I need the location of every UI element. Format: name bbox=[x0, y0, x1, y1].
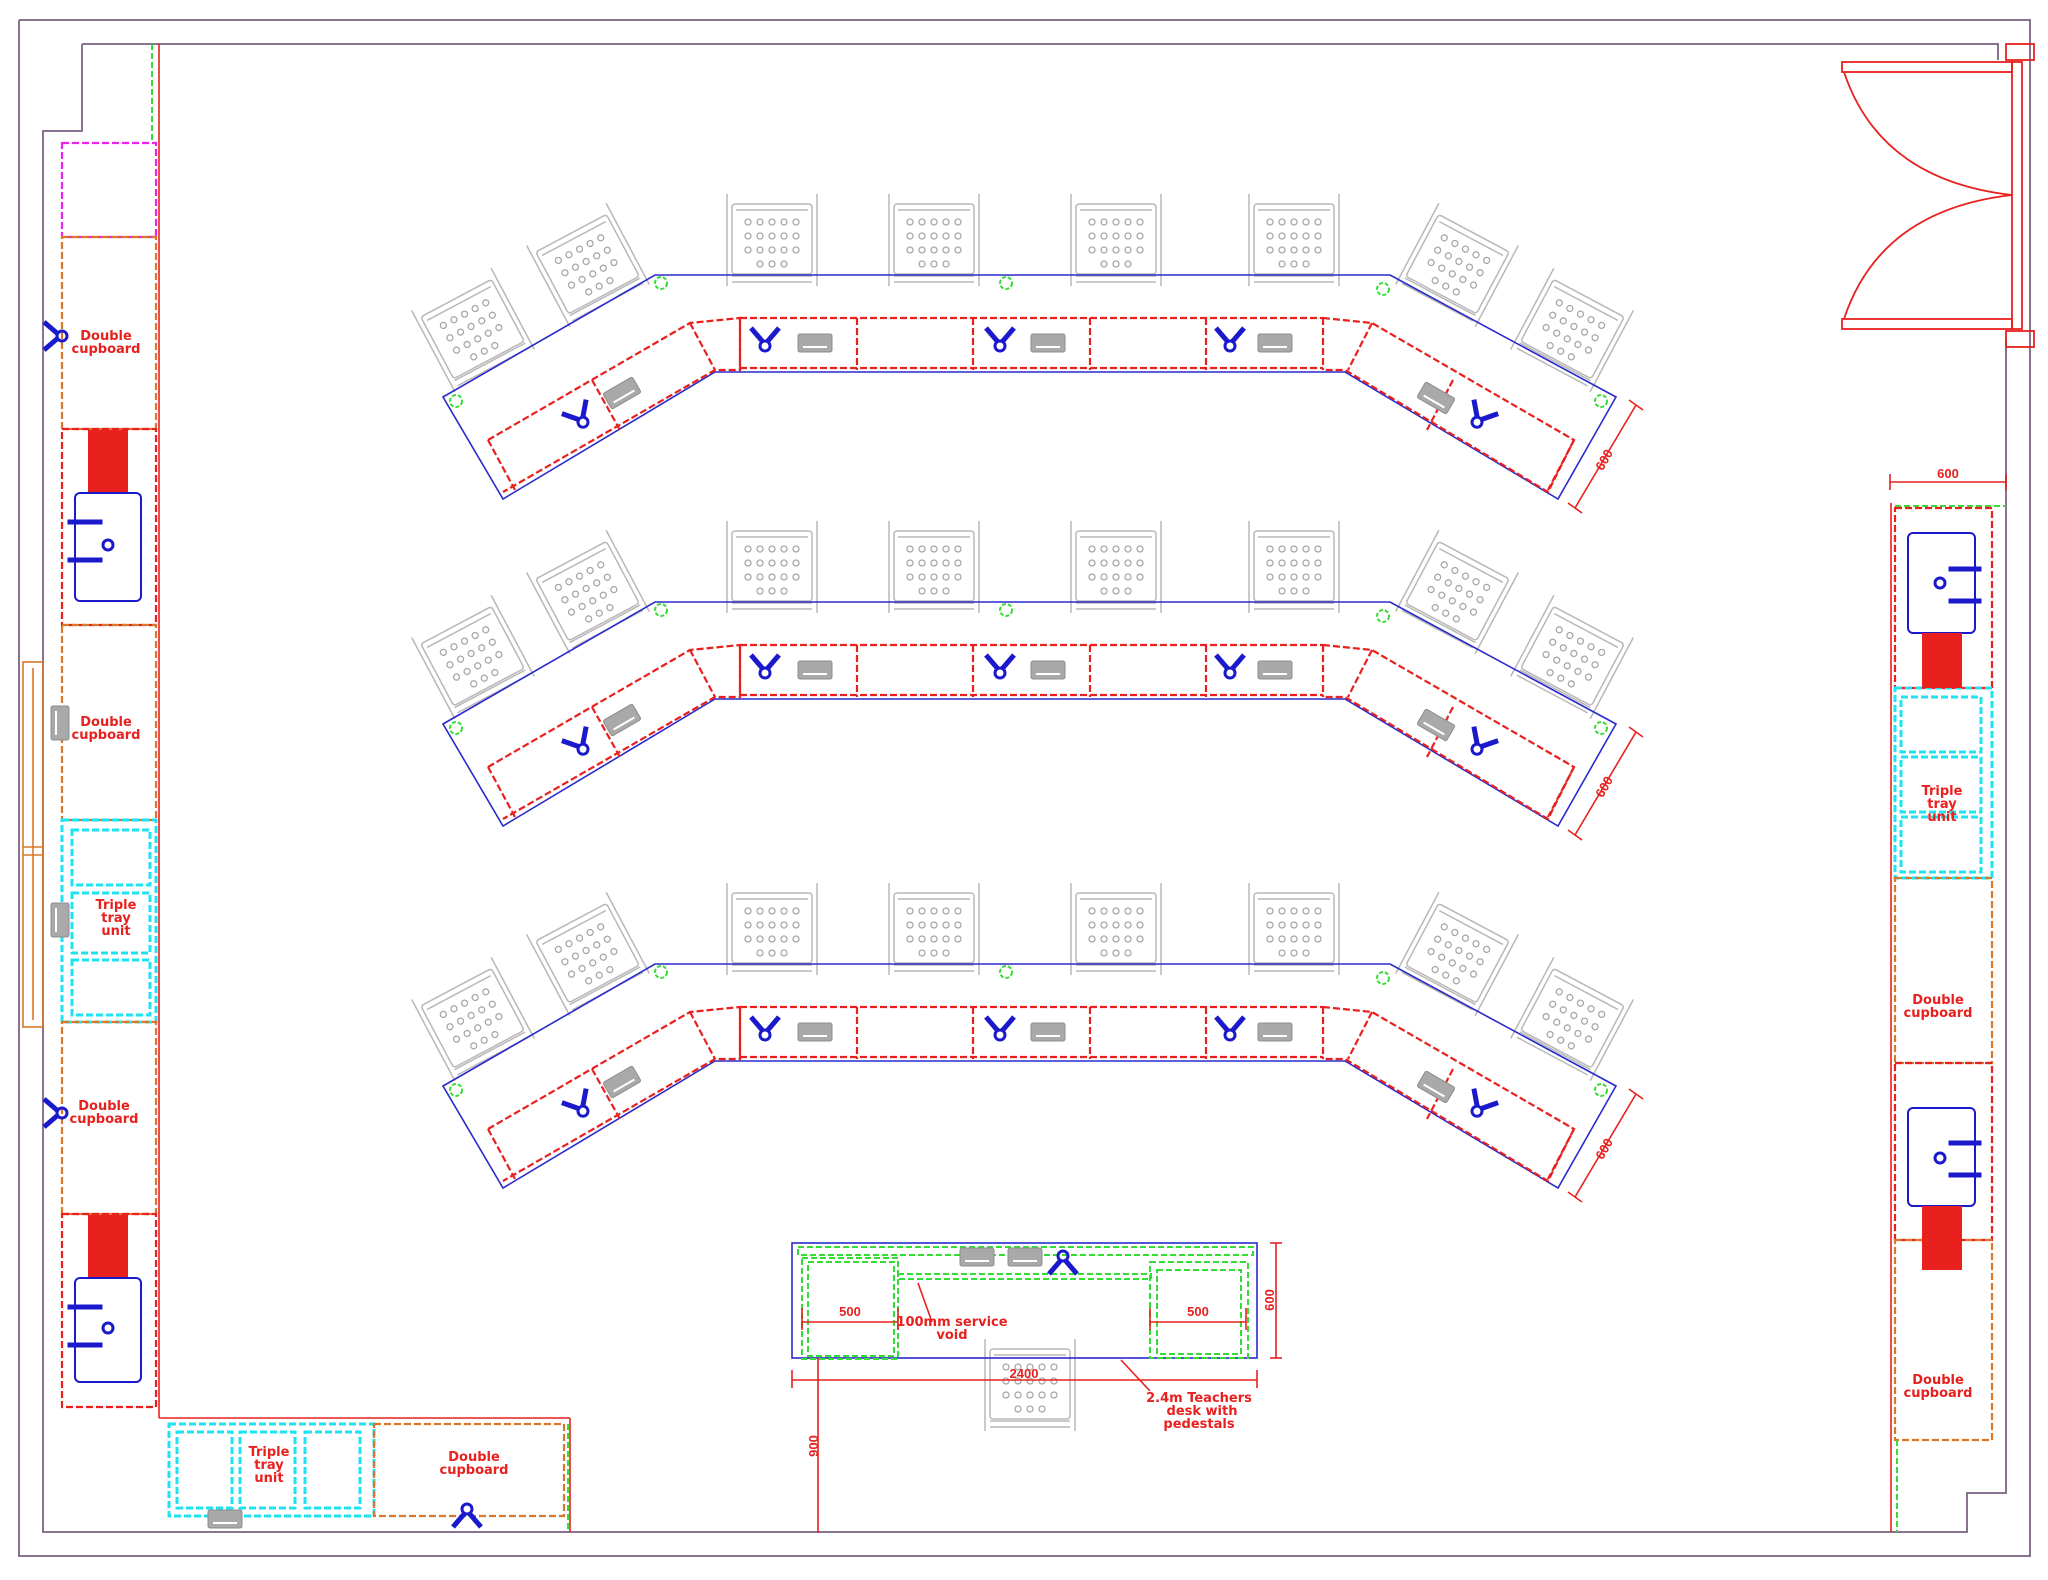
desk-depth-dim: 600 bbox=[1262, 1289, 1277, 1311]
walls bbox=[18, 19, 2031, 1557]
right-wall-units bbox=[1889, 474, 2007, 1532]
workbench-row-2 bbox=[412, 521, 1643, 840]
left-wall-units bbox=[44, 44, 160, 1409]
double-door bbox=[1841, 43, 2035, 348]
bench-row-1-depth-dim: 600 bbox=[1592, 447, 1616, 473]
teacher-desk bbox=[791, 1242, 1282, 1533]
pedestal-right-dim: 500 bbox=[1187, 1304, 1209, 1319]
bench-row-2-depth-dim: 600 bbox=[1592, 774, 1616, 800]
bench-row-3-depth-dim: 600 bbox=[1592, 1136, 1616, 1162]
workbench-row-1 bbox=[412, 194, 1643, 513]
left-window bbox=[22, 661, 44, 1028]
desk-clearance-dim: 900 bbox=[806, 1435, 821, 1457]
desk-length-dim: 2400 bbox=[1010, 1366, 1039, 1381]
bottom-wall-units bbox=[158, 1408, 571, 1532]
right-wall-dim-600: 600 bbox=[1937, 466, 1959, 481]
workbench-row-3 bbox=[412, 883, 1643, 1202]
pedestal-left-dim: 500 bbox=[839, 1304, 861, 1319]
